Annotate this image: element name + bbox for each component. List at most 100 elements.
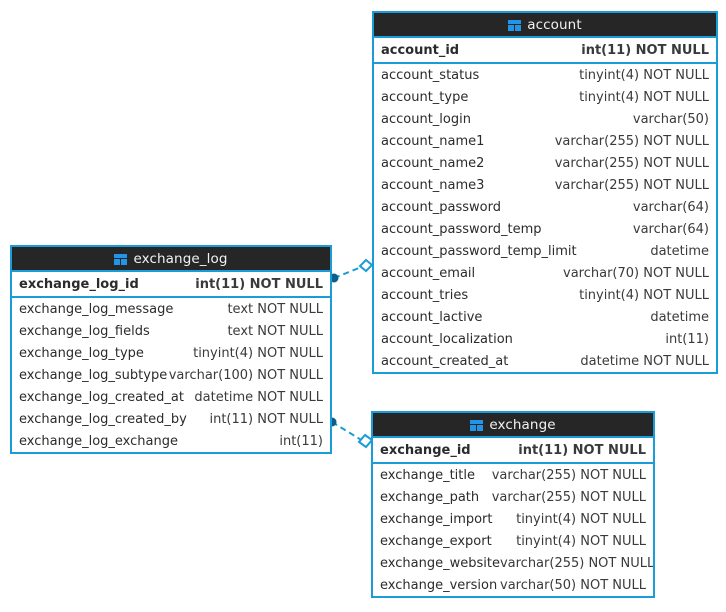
column-row[interactable]: account_login varchar(50) <box>374 108 716 130</box>
column-type: varchar(50) NOT NULL <box>500 577 646 593</box>
column-name: exchange_version <box>380 577 498 593</box>
column-name: account_name1 <box>381 133 485 149</box>
column-row[interactable]: exchange_log_fields text NOT NULL <box>12 320 330 342</box>
column-type: varchar(255) NOT NULL <box>491 489 646 505</box>
column-row[interactable]: account_password_temp varchar(64) <box>374 218 716 240</box>
column-row[interactable]: exchange_export tinyint(4) NOT NULL <box>373 530 653 552</box>
column-name: account_password_temp_limit <box>381 243 577 259</box>
column-row-primary-key[interactable]: account_id int(11) NOT NULL <box>374 38 716 64</box>
column-row[interactable]: account_password varchar(64) <box>374 196 716 218</box>
entity-exchange-title: exchange <box>489 416 556 433</box>
column-name: account_password_temp <box>381 221 542 237</box>
column-row[interactable]: exchange_path varchar(255) NOT NULL <box>373 486 653 508</box>
column-type: varchar(50) <box>632 111 709 127</box>
column-row[interactable]: account_name3 varchar(255) NOT NULL <box>374 174 716 196</box>
column-type: varchar(64) <box>632 221 709 237</box>
column-name: account_status <box>381 67 480 83</box>
column-name: exchange_log_id <box>19 276 139 292</box>
column-row[interactable]: exchange_log_message text NOT NULL <box>12 298 330 320</box>
column-name: account_login <box>381 111 471 127</box>
entity-account[interactable]: account account_id int(11) NOT NULL acco… <box>372 11 718 374</box>
column-type: varchar(255) NOT NULL <box>554 155 709 171</box>
column-row-primary-key[interactable]: exchange_log_id int(11) NOT NULL <box>12 272 330 298</box>
column-type: int(11) NOT NULL <box>518 442 646 458</box>
column-name: account_password <box>381 199 502 215</box>
column-type: int(11) NOT NULL <box>581 42 709 58</box>
column-row[interactable]: exchange_version varchar(50) NOT NULL <box>373 574 653 596</box>
column-type: varchar(255) NOT NULL <box>499 555 655 571</box>
column-type: int(11) NOT NULL <box>195 276 323 292</box>
column-row[interactable]: account_tries tinyint(4) NOT NULL <box>374 284 716 306</box>
column-type: tinyint(4) NOT NULL <box>516 511 646 527</box>
column-row[interactable]: exchange_log_subtype varchar(100) NOT NU… <box>12 364 330 386</box>
table-icon <box>508 19 522 31</box>
column-row[interactable]: exchange_log_type tinyint(4) NOT NULL <box>12 342 330 364</box>
column-type: varchar(70) NOT NULL <box>563 265 709 281</box>
column-name: account_created_at <box>381 353 509 369</box>
column-type: varchar(100) NOT NULL <box>168 367 323 383</box>
column-row[interactable]: exchange_title varchar(255) NOT NULL <box>373 464 653 486</box>
column-name: account_email <box>381 265 476 281</box>
column-name: exchange_path <box>380 489 480 505</box>
column-type: tinyint(4) NOT NULL <box>579 89 709 105</box>
column-type: tinyint(4) NOT NULL <box>579 287 709 303</box>
column-row[interactable]: account_email varchar(70) NOT NULL <box>374 262 716 284</box>
column-row[interactable]: exchange_log_created_by int(11) NOT NULL <box>12 408 330 430</box>
entity-account-columns: account_id int(11) NOT NULL account_stat… <box>374 38 716 372</box>
entity-exchange-log-columns: exchange_log_id int(11) NOT NULL exchang… <box>12 272 330 452</box>
column-name: exchange_export <box>380 533 492 549</box>
entity-account-title: account <box>527 16 582 33</box>
column-row[interactable]: account_localization int(11) <box>374 328 716 350</box>
column-name: account_lactive <box>381 309 483 325</box>
column-type: datetime <box>650 309 709 325</box>
column-name: exchange_log_type <box>19 345 144 361</box>
column-type: datetime NOT NULL <box>580 353 709 369</box>
column-name: exchange_log_message <box>19 301 174 317</box>
entity-exchange-log[interactable]: exchange_log exchange_log_id int(11) NOT… <box>10 245 332 454</box>
column-type: text NOT NULL <box>227 323 323 339</box>
column-name: exchange_log_fields <box>19 323 150 339</box>
column-name: account_localization <box>381 331 513 347</box>
column-name: exchange_log_subtype <box>19 367 168 383</box>
entity-exchange-log-title: exchange_log <box>133 250 228 267</box>
column-type: text NOT NULL <box>227 301 323 317</box>
entity-exchange[interactable]: exchange exchange_id int(11) NOT NULL ex… <box>371 411 655 598</box>
column-row[interactable]: account_name2 varchar(255) NOT NULL <box>374 152 716 174</box>
column-type: datetime NOT NULL <box>194 389 323 405</box>
column-row[interactable]: exchange_import tinyint(4) NOT NULL <box>373 508 653 530</box>
column-row[interactable]: account_status tinyint(4) NOT NULL <box>374 64 716 86</box>
column-type: int(11) NOT NULL <box>209 411 323 427</box>
column-name: account_name3 <box>381 177 485 193</box>
table-icon <box>470 419 484 431</box>
column-row[interactable]: account_password_temp_limit datetime <box>374 240 716 262</box>
column-row[interactable]: account_lactive datetime <box>374 306 716 328</box>
column-row[interactable]: exchange_log_created_at datetime NOT NUL… <box>12 386 330 408</box>
column-name: exchange_import <box>380 511 493 527</box>
column-name: exchange_title <box>380 467 475 483</box>
column-type: varchar(64) <box>632 199 709 215</box>
column-type: int(11) <box>665 331 709 347</box>
entity-exchange-log-header: exchange_log <box>12 247 330 272</box>
column-name: account_id <box>381 42 460 58</box>
column-type: tinyint(4) NOT NULL <box>579 67 709 83</box>
entity-exchange-columns: exchange_id int(11) NOT NULL exchange_ti… <box>373 438 653 596</box>
column-row[interactable]: exchange_log_exchange int(11) <box>12 430 330 452</box>
column-type: tinyint(4) NOT NULL <box>193 345 323 361</box>
column-row[interactable]: account_created_at datetime NOT NULL <box>374 350 716 372</box>
column-row[interactable]: account_name1 varchar(255) NOT NULL <box>374 130 716 152</box>
column-name: account_tries <box>381 287 469 303</box>
column-name: exchange_log_created_by <box>19 411 187 427</box>
column-type: datetime <box>650 243 709 259</box>
column-type: varchar(255) NOT NULL <box>491 467 646 483</box>
entity-exchange-header: exchange <box>373 413 653 438</box>
column-type: int(11) <box>279 433 323 449</box>
column-row[interactable]: account_type tinyint(4) NOT NULL <box>374 86 716 108</box>
column-row-primary-key[interactable]: exchange_id int(11) NOT NULL <box>373 438 653 464</box>
column-name: account_type <box>381 89 469 105</box>
column-name: exchange_log_created_at <box>19 389 184 405</box>
column-row[interactable]: exchange_website varchar(255) NOT NULL <box>373 552 653 574</box>
entity-account-header: account <box>374 13 716 38</box>
column-type: varchar(255) NOT NULL <box>554 177 709 193</box>
column-name: exchange_website <box>380 555 500 571</box>
